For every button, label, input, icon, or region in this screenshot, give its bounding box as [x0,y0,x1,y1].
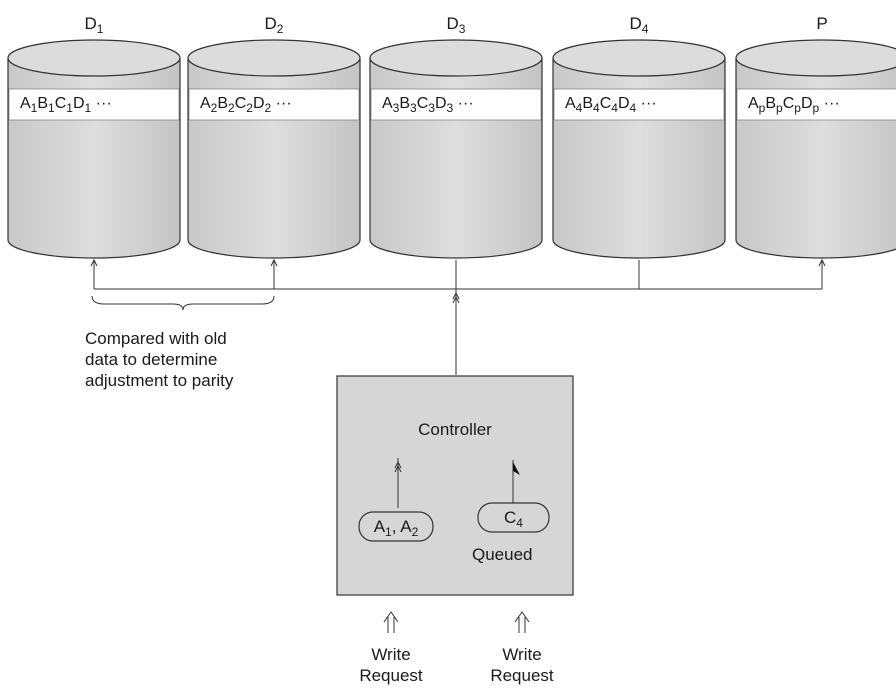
up-arrow-icon [90,258,98,267]
stripe-text-3: A3B3C3D3 ··· [382,95,474,115]
pill-left [358,511,434,542]
disk-title-3: D3 [446,14,466,36]
disk-body [369,57,543,259]
disk-title-4: D4 [629,14,649,36]
pill-right-text: C4 [504,508,523,530]
stripe-text-4: A4B4C4D4 ··· [565,95,657,115]
stripe-band [8,88,180,121]
stripe-band [736,88,896,121]
pill-right [477,502,550,533]
controller-box [336,375,574,596]
stripe-text-1: A1B1C1D1 ··· [20,95,112,115]
disk-title-2: D2 [264,14,284,36]
note-line-3: adjustment to parity [85,371,234,390]
disk-top [552,39,726,77]
up-arrow-icon [270,258,278,267]
cursor-arrow-icon [513,462,520,475]
disk-body [187,57,361,259]
disk-4 [552,39,726,259]
disk-body [7,57,181,259]
up-arrow-icon [818,258,826,267]
disk-body [735,57,896,259]
brace [91,295,275,311]
write-request-line-1: Write [371,645,411,664]
queued-label: Queued [472,545,533,564]
double-up-arrow-icon [452,291,460,304]
disk-top [7,39,181,77]
stripe-band [553,88,725,121]
stripe-text-2: A2B2C2D2 ··· [200,95,292,115]
disk-3 [369,39,543,259]
write-request-arrow-icon [514,611,530,633]
disk-top [735,39,896,77]
note-line-2: data to determine [85,350,218,369]
disk-title-1: D1 [84,14,104,36]
disk-5 [735,39,896,259]
controller-title: Controller [418,420,492,439]
disk-1 [7,39,181,259]
stripe-text-5: ApBpCpDp ··· [748,95,840,115]
disk-2 [187,39,361,259]
write-request-line-2: Request [490,666,554,685]
note-line-1: Compared with old [85,329,227,348]
pill-left-text: A1, A2 [373,517,419,539]
write-request-arrow-icon [383,611,399,633]
write-request-line-2: Request [359,666,423,685]
disk-top [369,39,543,77]
disk-body [552,57,726,259]
double-up-arrow-icon [394,460,402,473]
stripe-band [370,88,542,121]
disk-title-5: P [816,14,828,33]
stripe-band [188,88,360,121]
write-request-line-1: Write [502,645,542,664]
disk-top [187,39,361,77]
